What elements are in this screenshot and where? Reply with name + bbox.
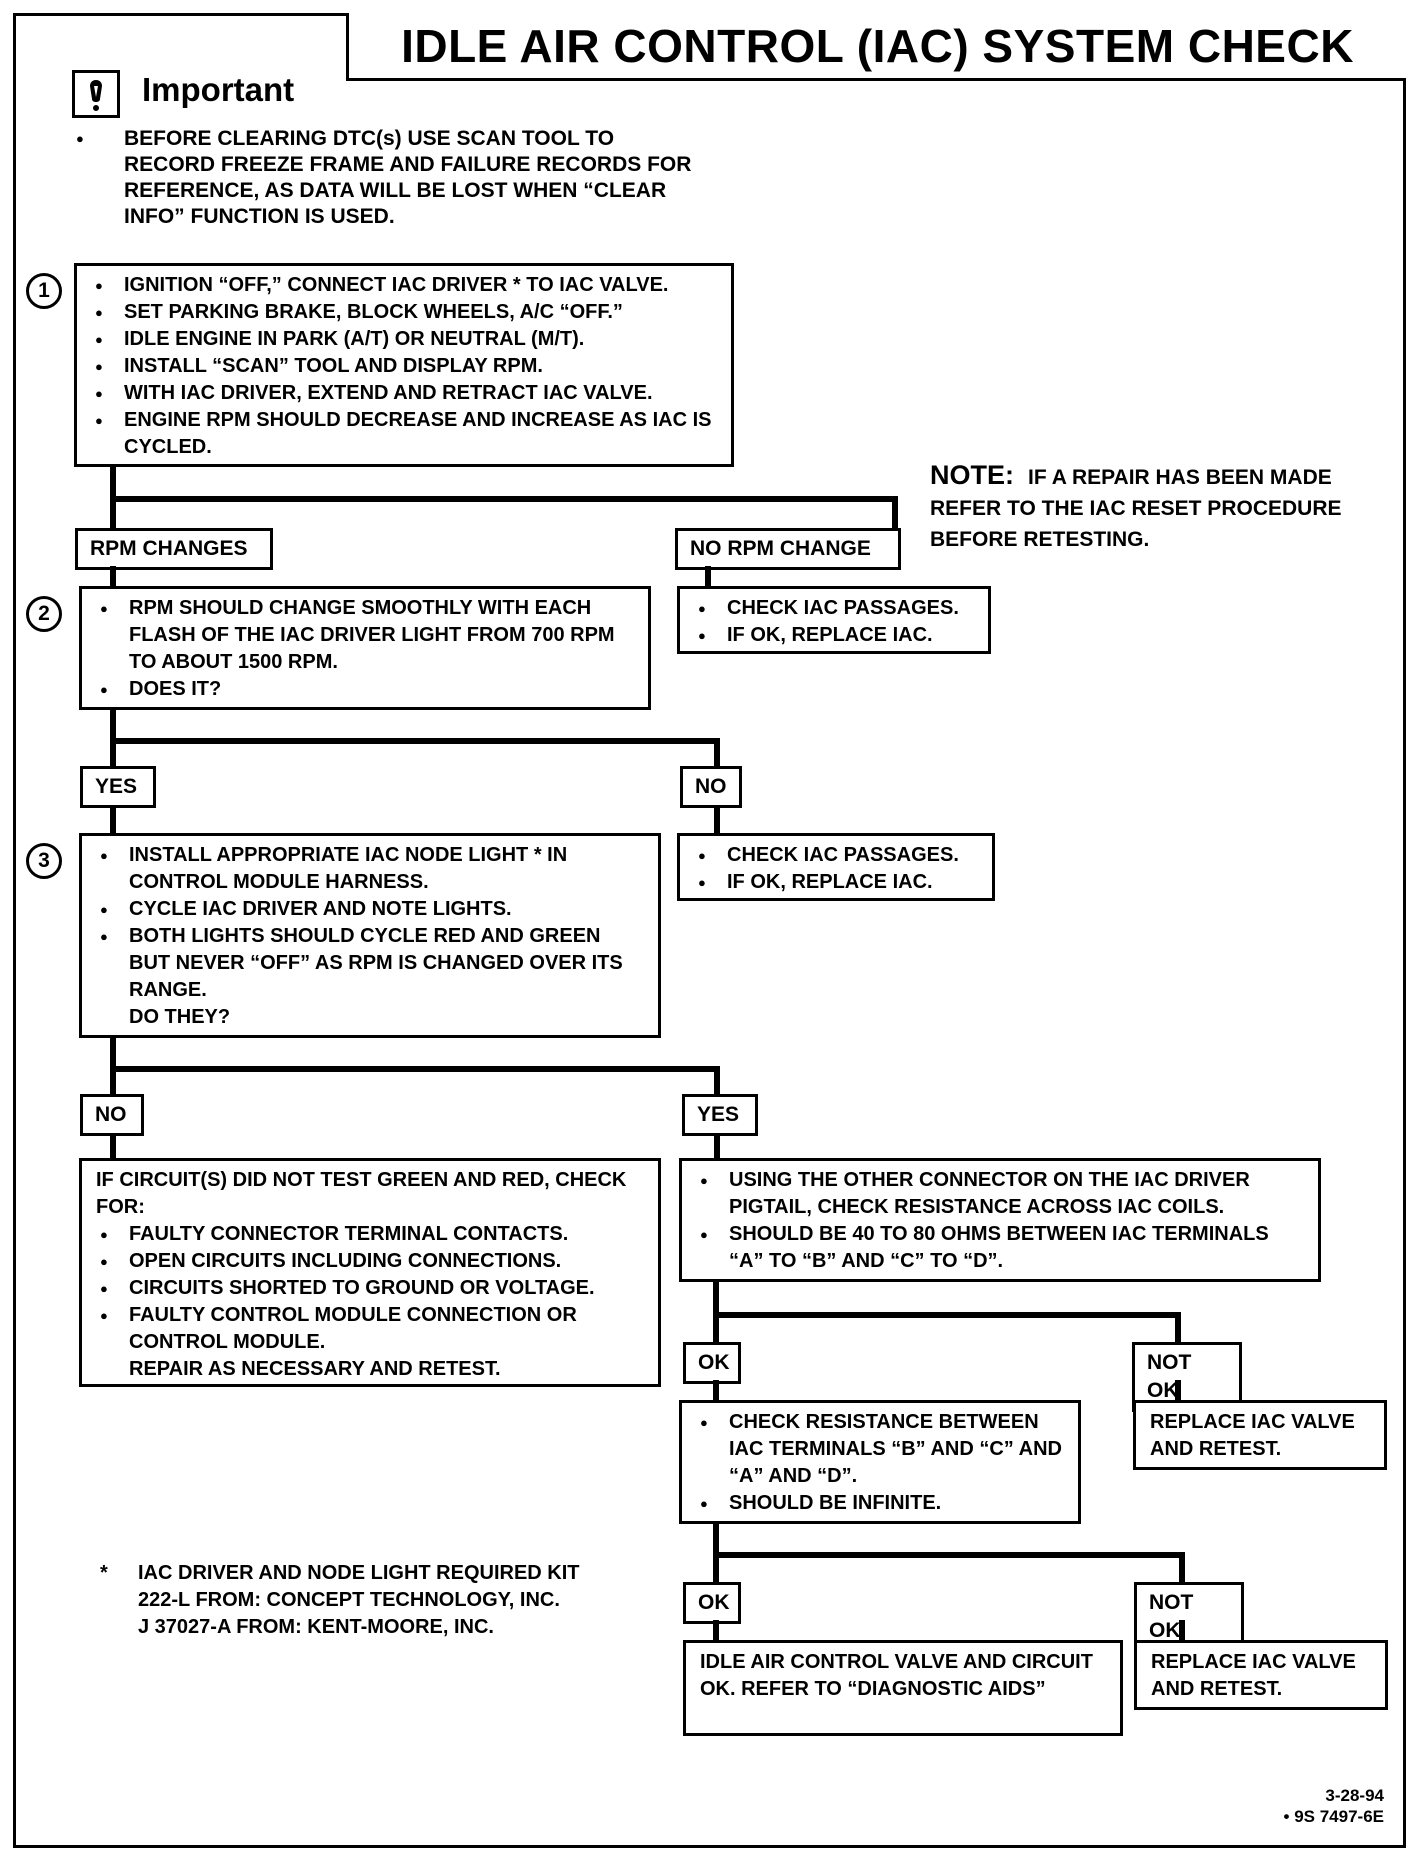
step-3-no-item: OPEN CIRCUITS INCLUDING CONNECTIONS. <box>96 1248 646 1275</box>
connector-line <box>713 1620 719 1642</box>
connector-line <box>110 1066 720 1072</box>
footnote: * IAC DRIVER AND NODE LIGHT REQUIRED KIT… <box>100 1560 660 1641</box>
connector-line <box>713 1552 1185 1558</box>
step-3-yes-box: USING THE OTHER CONNECTOR ON THE IAC DRI… <box>679 1158 1321 1282</box>
branch-label-rpm-changes: RPM CHANGES <box>75 528 273 570</box>
connector-line <box>892 496 898 530</box>
page-title: IDLE AIR CONTROL (IAC) SYSTEM CHECK <box>401 20 1354 72</box>
step-3-item: INSTALL APPROPRIATE IAC NODE LIGHT * IN … <box>96 842 646 896</box>
step-3-no-intro: IF CIRCUIT(S) DID NOT TEST GREEN AND RED… <box>96 1169 627 1218</box>
important-note: BEFORE CLEARING DTC(s) USE SCAN TOOL TO … <box>72 126 692 230</box>
connector-line <box>713 1380 719 1402</box>
step-3-box: INSTALL APPROPRIATE IAC NODE LIGHT * IN … <box>79 833 661 1038</box>
step-1-item: IDLE ENGINE IN PARK (A/T) OR NEUTRAL (M/… <box>91 326 719 353</box>
connector-line <box>1179 1552 1185 1584</box>
step-number-1: 1 <box>26 273 62 309</box>
connector-line <box>714 738 720 768</box>
replace-iac-box: REPLACE IAC VALVE AND RETEST. <box>1134 1640 1388 1710</box>
connector-line <box>1175 1312 1181 1344</box>
connector-line <box>110 738 720 744</box>
resistance-check-item: CHECK RESISTANCE BETWEEN IAC TERMINALS “… <box>696 1409 1066 1490</box>
important-item: BEFORE CLEARING DTC(s) USE SCAN TOOL TO … <box>72 126 692 230</box>
iac-ok-text: IDLE AIR CONTROL VALVE AND CIRCUIT OK. R… <box>700 1651 1093 1700</box>
branch-label-no: NO <box>680 766 742 808</box>
document-code: 3-28-94 • 9S 7497-6E <box>1284 1785 1384 1827</box>
connector-line <box>110 496 898 502</box>
branch-label-yes: YES <box>682 1094 758 1136</box>
connector-line <box>110 1134 116 1160</box>
resistance-check-item: SHOULD BE INFINITE. <box>696 1490 1066 1517</box>
footnote-line: J 37027-A FROM: KENT-MOORE, INC. <box>138 1616 494 1638</box>
connector-line <box>714 806 720 834</box>
branch-label-ok: OK <box>683 1582 741 1624</box>
step-1-item: ENGINE RPM SHOULD DECREASE AND INCREASE … <box>91 407 719 461</box>
step-1-item: SET PARKING BRAKE, BLOCK WHEELS, A/C “OF… <box>91 299 719 326</box>
connector-line <box>110 806 116 834</box>
footnote-line: 222-L FROM: CONCEPT TECHNOLOGY, INC. <box>138 1589 560 1611</box>
branch-label-ok: OK <box>683 1342 741 1384</box>
document-number: • 9S 7497-6E <box>1283 1807 1384 1826</box>
step-3-item: CYCLE IAC DRIVER AND NOTE LIGHTS. <box>96 896 646 923</box>
step-3-yes-item: SHOULD BE 40 TO 80 OHMS BETWEEN IAC TERM… <box>696 1221 1306 1275</box>
step-2-no-item: IF OK, REPLACE IAC. <box>694 869 980 896</box>
connector-line <box>1179 1620 1185 1642</box>
replace-iac-text: REPLACE IAC VALVE AND RETEST. <box>1150 1411 1355 1460</box>
step-2-no-box: CHECK IAC PASSAGES. IF OK, REPLACE IAC. <box>677 833 995 901</box>
step-3-yes-item: USING THE OTHER CONNECTOR ON THE IAC DRI… <box>696 1167 1306 1221</box>
step-2-no-item: CHECK IAC PASSAGES. <box>694 842 980 869</box>
step-3-no-outro: REPAIR AS NECESSARY AND RETEST. <box>129 1358 501 1380</box>
connector-line <box>713 1312 1181 1318</box>
connector-line <box>714 1066 720 1096</box>
no-rpm-change-item: CHECK IAC PASSAGES. <box>694 595 976 622</box>
connector-line <box>714 1134 720 1160</box>
step-3-no-box: IF CIRCUIT(S) DID NOT TEST GREEN AND RED… <box>79 1158 661 1387</box>
step-number-2: 2 <box>26 596 62 632</box>
important-label: Important <box>142 71 295 108</box>
step-3-no-item: FAULTY CONTROL MODULE CONNECTION OR CONT… <box>96 1302 646 1356</box>
footnote-mark: * <box>100 1562 108 1584</box>
iac-ok-box: IDLE AIR CONTROL VALVE AND CIRCUIT OK. R… <box>683 1640 1123 1736</box>
replace-iac-text: REPLACE IAC VALVE AND RETEST. <box>1151 1651 1356 1700</box>
replace-iac-box: REPLACE IAC VALVE AND RETEST. <box>1133 1400 1387 1470</box>
no-rpm-change-box: CHECK IAC PASSAGES. IF OK, REPLACE IAC. <box>677 586 991 654</box>
caution-icon <box>72 70 120 118</box>
step-2-item: RPM SHOULD CHANGE SMOOTHLY WITH EACH FLA… <box>96 595 636 676</box>
connector-line <box>705 566 711 588</box>
document-date: 3-28-94 <box>1325 1786 1384 1805</box>
title-box: IDLE AIR CONTROL (IAC) SYSTEM CHECK <box>346 13 1406 81</box>
connector-line <box>110 566 116 588</box>
footnote-line: IAC DRIVER AND NODE LIGHT REQUIRED KIT <box>138 1562 580 1584</box>
step-1-item: INSTALL “SCAN” TOOL AND DISPLAY RPM. <box>91 353 719 380</box>
step-1-box: IGNITION “OFF,” CONNECT IAC DRIVER * TO … <box>74 263 734 467</box>
step-1-item: IGNITION “OFF,” CONNECT IAC DRIVER * TO … <box>91 272 719 299</box>
resistance-check-box: CHECK RESISTANCE BETWEEN IAC TERMINALS “… <box>679 1400 1081 1524</box>
step-3-question: DO THEY? <box>129 1006 231 1028</box>
step-2-item: DOES IT? <box>96 676 636 703</box>
connector-line <box>1175 1380 1181 1402</box>
no-rpm-change-item: IF OK, REPLACE IAC. <box>694 622 976 649</box>
step-number-3: 3 <box>26 843 62 879</box>
step-1-item: WITH IAC DRIVER, EXTEND AND RETRACT IAC … <box>91 380 719 407</box>
branch-label-yes: YES <box>80 766 156 808</box>
branch-label-no: NO <box>80 1094 144 1136</box>
step-3-no-item: CIRCUITS SHORTED TO GROUND OR VOLTAGE. <box>96 1275 646 1302</box>
note-label: NOTE: <box>930 460 1014 490</box>
branch-label-no-rpm-change: NO RPM CHANGE <box>675 528 901 570</box>
step-2-box: RPM SHOULD CHANGE SMOOTHLY WITH EACH FLA… <box>79 586 651 710</box>
note: NOTE:IF A REPAIR HAS BEEN MADE REFER TO … <box>930 460 1370 555</box>
step-3-item: BOTH LIGHTS SHOULD CYCLE RED AND GREEN B… <box>96 923 646 1004</box>
step-3-no-item: FAULTY CONNECTOR TERMINAL CONTACTS. <box>96 1221 646 1248</box>
note-text: IF A REPAIR HAS BEEN MADE REFER TO THE I… <box>930 466 1342 551</box>
